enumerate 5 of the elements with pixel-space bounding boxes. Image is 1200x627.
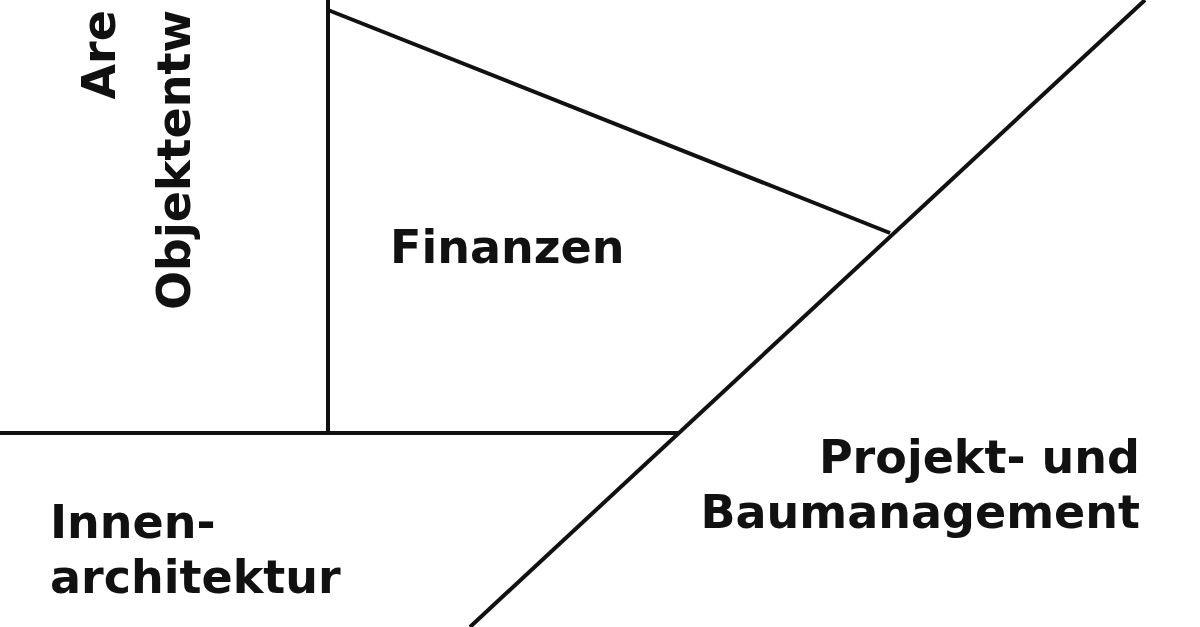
region-label: Projekt- und Baumanagement [699, 430, 1140, 541]
region-label: Finanzen [390, 220, 626, 276]
region-label: Innen- architektur [50, 495, 342, 606]
region-label: Objektentw [147, 10, 202, 310]
region-label: Are [72, 10, 127, 100]
